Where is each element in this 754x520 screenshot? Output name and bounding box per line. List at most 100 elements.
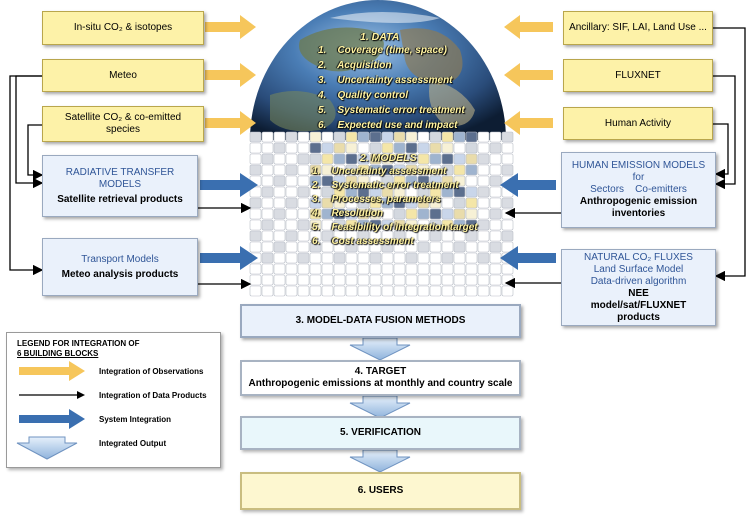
pixel-tile <box>489 197 502 209</box>
pixel-tile <box>405 230 418 242</box>
pixel-tile <box>345 263 358 275</box>
pixel-tile <box>465 252 478 264</box>
pixel-tile <box>441 241 454 253</box>
pixel-tile <box>453 274 466 286</box>
pixel-tile <box>297 230 310 242</box>
pixel-tile <box>501 219 514 231</box>
pixel-tile <box>417 164 430 176</box>
pixel-tile <box>285 241 298 253</box>
legend-subtitle: 6 BUILDING BLOCKS <box>17 349 99 358</box>
models-block-item: 6. Cost assessment <box>312 236 414 247</box>
pixel-tile <box>261 186 274 198</box>
pixel-tile <box>369 274 382 286</box>
pixel-tile <box>285 208 298 220</box>
pixel-tile <box>393 285 406 297</box>
pixel-tile <box>273 186 286 198</box>
pixel-tile <box>441 164 454 176</box>
models-block-title: 2. MODELS <box>360 152 417 164</box>
pixel-tile <box>273 142 286 154</box>
pixel-tile <box>261 274 274 286</box>
pixel-tile <box>297 285 310 297</box>
pixel-tile <box>465 175 478 187</box>
pixel-tile <box>501 208 514 220</box>
pixel-tile <box>357 263 370 275</box>
human-activity-box: Human Activity <box>563 107 713 140</box>
pixel-tile <box>429 164 442 176</box>
pixel-tile <box>297 142 310 154</box>
pixel-tile <box>333 142 346 154</box>
verification-label: 5. VERIFICATION <box>340 427 421 438</box>
pixel-tile <box>357 131 370 143</box>
pixel-tile <box>429 230 442 242</box>
target-box: 4. TARGET Anthropogenic emissions at mon… <box>240 360 521 396</box>
pixel-tile <box>381 285 394 297</box>
pixel-tile <box>369 186 382 198</box>
pixel-tile <box>441 285 454 297</box>
pixel-tile <box>489 285 502 297</box>
pixel-tile <box>417 186 430 198</box>
pixel-tile <box>465 274 478 286</box>
pixel-tile <box>285 175 298 187</box>
pixel-tile <box>453 285 466 297</box>
legend-blue-arrow-icon <box>19 409 85 429</box>
pixel-tile <box>285 230 298 242</box>
pixel-tile <box>405 186 418 198</box>
pixel-tile <box>429 252 442 264</box>
pixel-tile <box>285 142 298 154</box>
legend-title: LEGEND FOR INTEGRATION OF <box>17 339 140 348</box>
pixel-tile <box>309 131 322 143</box>
pixel-tile <box>285 186 298 198</box>
pixel-tile <box>321 252 334 264</box>
pixel-tile <box>357 142 370 154</box>
pixel-tile <box>465 230 478 242</box>
pixel-tile <box>309 241 322 253</box>
pixel-tile <box>477 164 490 176</box>
human-emission-box: HUMAN EMISSION MODELS for Sectors Co-emi… <box>561 152 716 228</box>
pixel-tile <box>357 285 370 297</box>
pixel-tile <box>489 186 502 198</box>
pixel-tile <box>357 186 370 198</box>
pixel-tile <box>393 263 406 275</box>
pixel-tile <box>393 142 406 154</box>
human-activity-label: Human Activity <box>604 117 672 129</box>
pixel-tile <box>465 285 478 297</box>
pixel-tile <box>297 219 310 231</box>
system-integration-arrows <box>200 173 556 270</box>
pixel-tile <box>489 153 502 165</box>
pixel-tile <box>297 164 310 176</box>
pixel-tile <box>405 219 418 231</box>
pixel-tile <box>369 230 382 242</box>
pixel-tile <box>429 175 442 187</box>
fusion-label: 3. MODEL-DATA FUSION METHODS <box>295 315 466 326</box>
pixel-tile <box>429 274 442 286</box>
pixel-tile <box>273 175 286 187</box>
pixel-tile <box>345 142 358 154</box>
pixel-tile <box>369 175 382 187</box>
pixel-tile <box>405 263 418 275</box>
pixel-tile <box>429 197 442 209</box>
pixel-tile <box>441 230 454 242</box>
fusion-box: 3. MODEL-DATA FUSION METHODS <box>240 304 521 338</box>
legend-item-output: Integrated Output <box>99 439 167 448</box>
human-emission-title: HUMAN EMISSION MODELS <box>571 160 706 171</box>
pixel-tile <box>345 153 358 165</box>
pixel-tile <box>321 219 334 231</box>
pixel-tile <box>369 164 382 176</box>
pixel-tile <box>249 263 262 275</box>
pixel-tile <box>393 219 406 231</box>
fluxnet-label: FLUXNET <box>615 69 661 81</box>
pixel-tile <box>453 186 466 198</box>
pixel-tile <box>453 241 466 253</box>
pixel-tile <box>477 285 490 297</box>
pixel-tile <box>489 164 502 176</box>
pixel-tile <box>477 274 490 286</box>
pixel-tile <box>249 241 262 253</box>
pixel-tile <box>489 219 502 231</box>
pixel-tile <box>309 219 322 231</box>
pixel-tile <box>477 219 490 231</box>
pixel-tile <box>417 175 430 187</box>
pixel-tile <box>321 164 334 176</box>
pixel-tile <box>453 153 466 165</box>
pixel-tile <box>333 175 346 187</box>
pixel-tile <box>489 142 502 154</box>
